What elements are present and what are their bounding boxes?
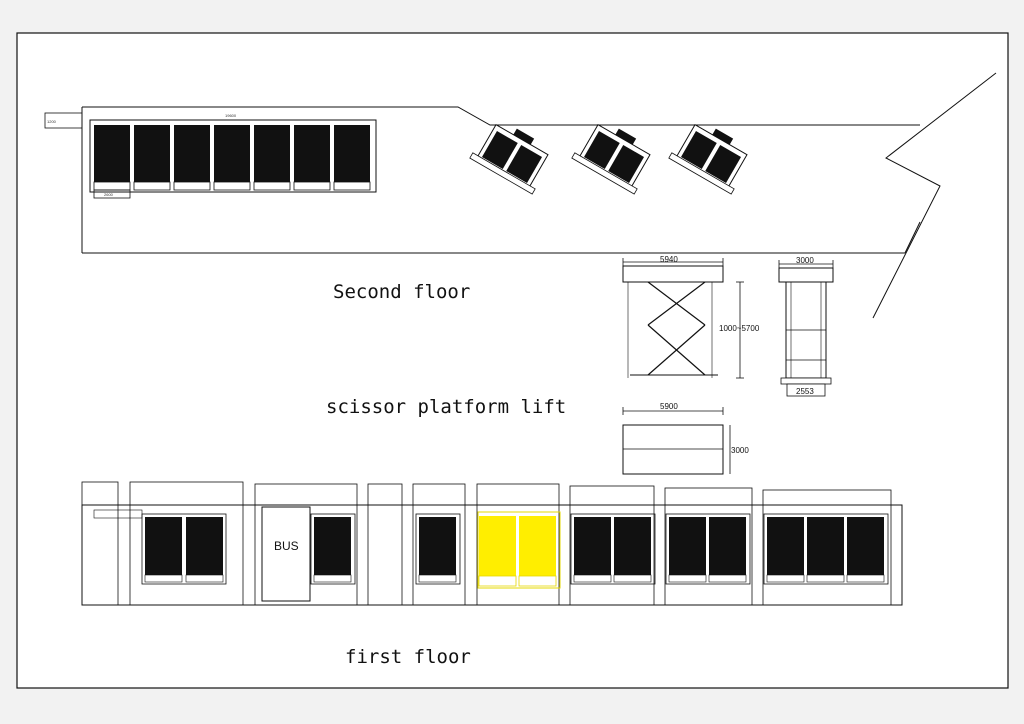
car-bay bbox=[93, 125, 131, 191]
double-car-bay bbox=[570, 513, 656, 585]
first-floor-plan: BUS bbox=[81, 481, 903, 606]
car-bay bbox=[213, 125, 251, 191]
section-box bbox=[129, 481, 244, 606]
bus-label: BUS bbox=[274, 539, 299, 553]
car-bay bbox=[253, 125, 291, 191]
highlighted-double-bay bbox=[477, 511, 561, 589]
section-box bbox=[254, 483, 358, 606]
parking-row-frame bbox=[89, 119, 377, 193]
second-floor-top-wall bbox=[82, 106, 920, 126]
plan-width-label: 3000 bbox=[731, 446, 749, 455]
dimension-text: 1200 bbox=[47, 119, 57, 124]
bay-dimension-box bbox=[93, 189, 131, 199]
rotated-lift bbox=[571, 123, 651, 195]
section-box bbox=[81, 481, 119, 606]
double-car-bay bbox=[665, 513, 751, 585]
platform-length-label: 5940 bbox=[660, 255, 678, 264]
section-box bbox=[664, 487, 753, 606]
section-box bbox=[412, 483, 466, 606]
second-floor-label: Second floor bbox=[333, 281, 470, 303]
scissor-lift-side-view: 5940 1000~5700 bbox=[622, 255, 760, 379]
double-car-bay bbox=[141, 513, 227, 585]
scissor-lift-plan-view: 5900 3000 bbox=[622, 402, 749, 475]
platform-width-label: 3000 bbox=[796, 256, 814, 265]
single-car-bay bbox=[310, 513, 356, 585]
first-floor-label: first floor bbox=[345, 646, 471, 668]
section-box bbox=[569, 485, 655, 606]
second-floor-plan: 1200 19600 2600 bbox=[44, 72, 997, 319]
car-bay bbox=[133, 125, 171, 191]
section-box bbox=[367, 483, 403, 606]
ramp-outline bbox=[872, 72, 997, 319]
plan-length-label: 5900 bbox=[660, 402, 678, 411]
scissor-lift-label: scissor platform lift bbox=[326, 396, 566, 418]
corridor-stub bbox=[44, 112, 83, 129]
car-bay bbox=[173, 125, 211, 191]
triple-car-bay bbox=[763, 513, 889, 585]
scissor-lift-front-view: 3000 2553 bbox=[778, 256, 834, 397]
bus-bay bbox=[261, 506, 311, 602]
lift-platform bbox=[622, 265, 724, 283]
single-car-bay bbox=[415, 513, 461, 585]
dimension-text: 19600 bbox=[225, 113, 237, 118]
section-box bbox=[476, 483, 560, 606]
rotated-lift bbox=[469, 123, 549, 195]
car-bay bbox=[293, 125, 331, 191]
ramp-edge bbox=[904, 221, 921, 254]
parking-row-7: 19600 2600 bbox=[89, 113, 377, 199]
car-bay bbox=[333, 125, 371, 191]
dimension-text: 2600 bbox=[104, 192, 114, 197]
rotated-lift bbox=[668, 123, 748, 195]
lift-height-label: 1000~5700 bbox=[719, 324, 760, 333]
base-width-label: 2553 bbox=[796, 387, 814, 396]
section-box bbox=[762, 489, 892, 606]
